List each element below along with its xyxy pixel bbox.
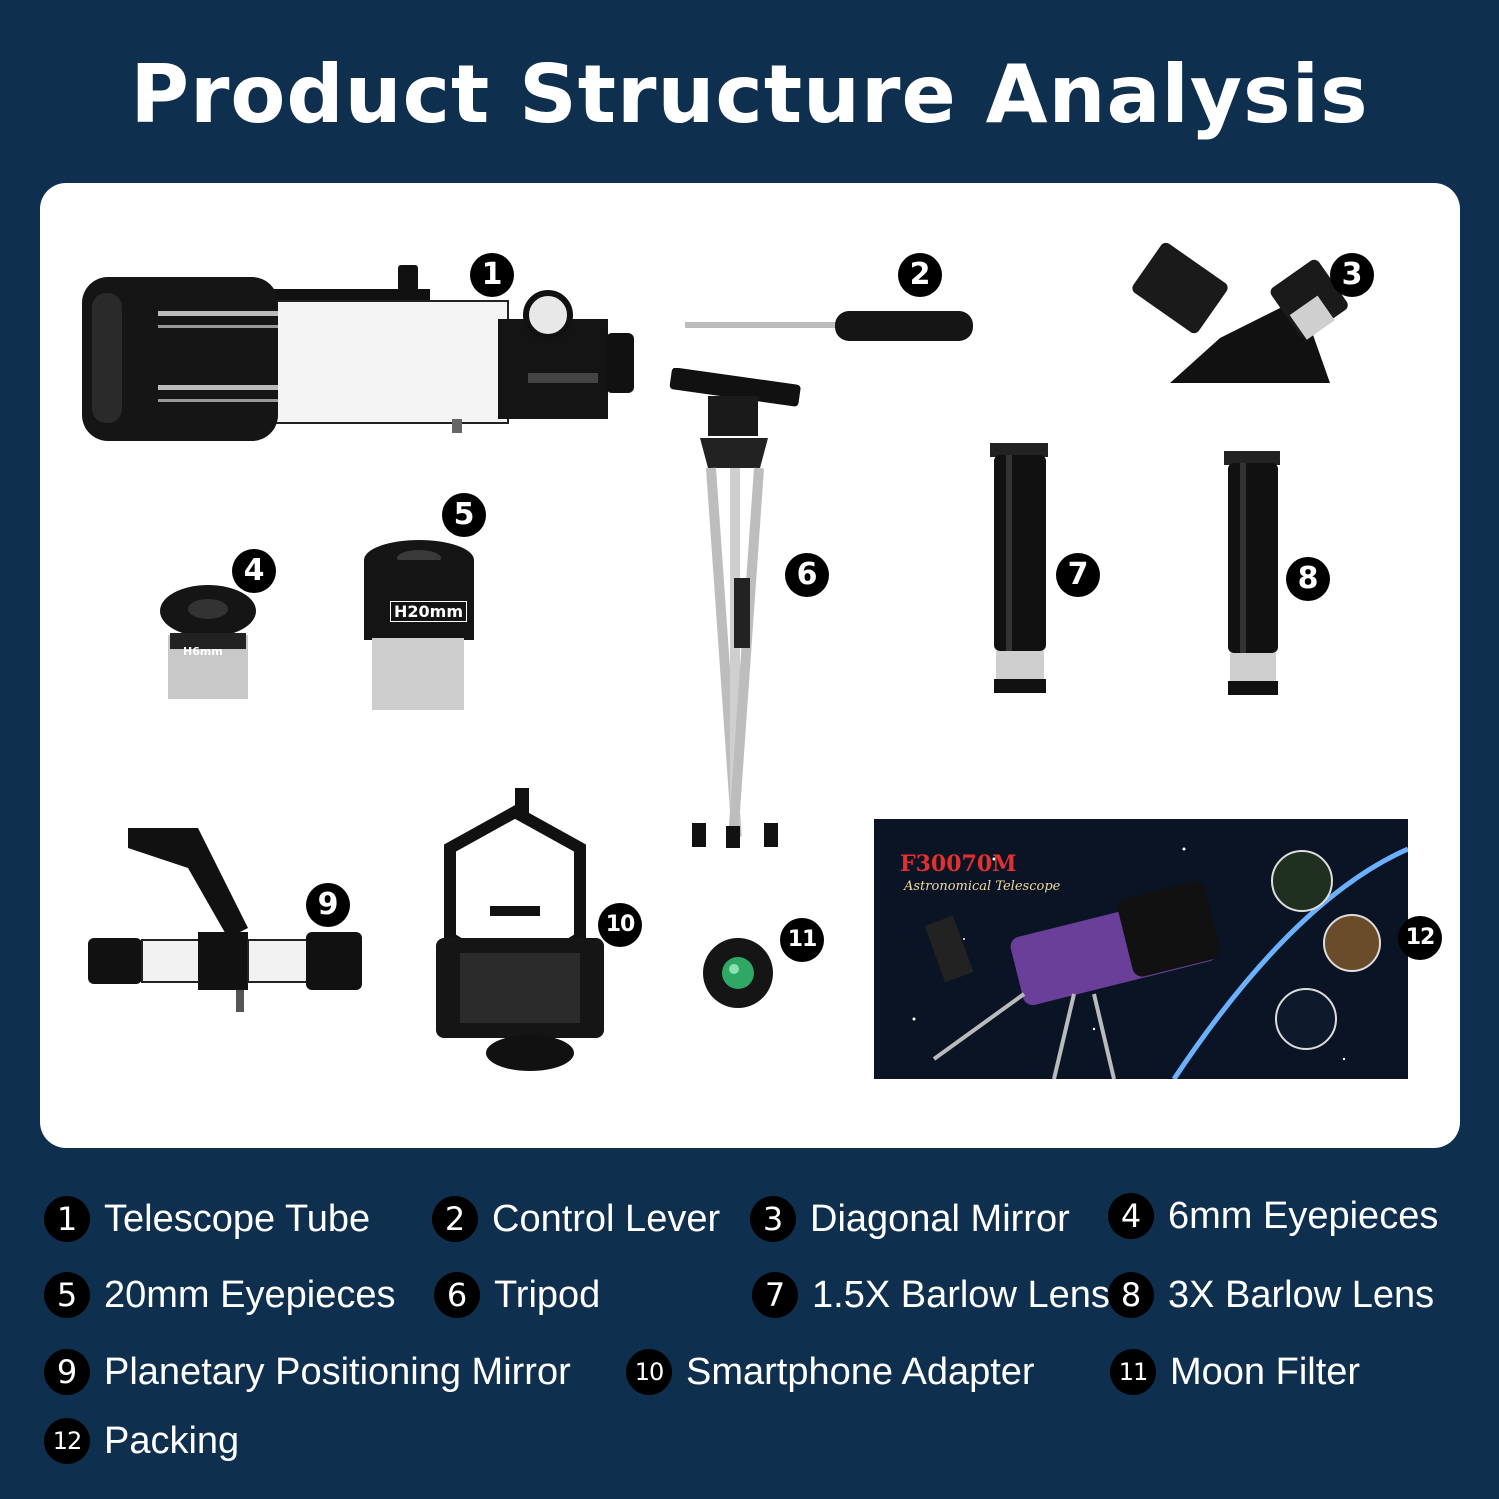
box-model-text: F30070M [900, 851, 1017, 877]
eyepiece-6mm-image [160, 585, 256, 699]
legend-label: Tripod [494, 1273, 601, 1316]
legend-label: 20mm Eyepieces [104, 1273, 396, 1316]
legend-item-11: 11 Moon Filter [1110, 1349, 1360, 1395]
barlow-3x-image [1224, 451, 1280, 695]
badge-9: 9 [306, 883, 350, 927]
legend-number: 9 [44, 1349, 90, 1395]
legend-item-7: 7 1.5X Barlow Lens [752, 1272, 1110, 1318]
box-subtitle-text: Astronomical Telescope [904, 879, 1061, 894]
legend-label: Packing [104, 1419, 240, 1462]
badge-4: 4 [232, 549, 276, 593]
legend-label: Telescope Tube [104, 1197, 371, 1240]
control-lever-image [685, 311, 973, 341]
legend-item-6: 6 Tripod [434, 1272, 600, 1318]
legend-item-4: 4 6mm Eyepieces [1108, 1193, 1438, 1239]
product-panel: 1 2 3 H6mm 4 H20mm 5 [40, 183, 1460, 1148]
legend-item-2: 2 Control Lever [432, 1196, 720, 1242]
legend-number: 11 [1110, 1349, 1156, 1395]
legend-label: 3X Barlow Lens [1168, 1273, 1435, 1316]
legend-number: 3 [750, 1196, 796, 1242]
legend-item-9: 9 Planetary Positioning Mirror [44, 1349, 571, 1395]
telescope-tube-image [82, 265, 634, 441]
legend-number: 6 [434, 1272, 480, 1318]
badge-6: 6 [785, 553, 829, 597]
badge-12: 12 [1398, 916, 1442, 960]
packing-box-image: F30070M Astronomical Telescope [874, 819, 1408, 1079]
legend-number: 2 [432, 1196, 478, 1242]
badge-3: 3 [1330, 253, 1374, 297]
legend-item-5: 5 20mm Eyepieces [44, 1272, 395, 1318]
eyepiece-20mm-image [364, 540, 474, 710]
badge-5: 5 [442, 493, 486, 537]
legend-number: 1 [44, 1196, 90, 1242]
planetary-positioning-mirror-image [88, 828, 362, 1012]
badge-1: 1 [470, 253, 514, 297]
legend-item-12: 12 Packing [44, 1418, 239, 1464]
legend-label: Planetary Positioning Mirror [104, 1350, 571, 1393]
moon-filter-image [703, 938, 773, 1008]
barlow-1-5x-image [990, 443, 1048, 693]
legend-label: Diagonal Mirror [810, 1197, 1070, 1240]
eyepiece-6mm-label: H6mm [183, 645, 223, 658]
legend-label: Moon Filter [1170, 1350, 1361, 1393]
legend-number: 4 [1108, 1193, 1154, 1239]
page-title: Product Structure Analysis [130, 48, 1369, 141]
badge-10: 10 [598, 903, 642, 947]
legend-number: 5 [44, 1272, 90, 1318]
legend-label: 6mm Eyepieces [1168, 1194, 1439, 1237]
legend-number: 12 [44, 1418, 90, 1464]
badge-8: 8 [1286, 557, 1330, 601]
legend-item-10: 10 Smartphone Adapter [626, 1349, 1035, 1395]
legend-number: 7 [752, 1272, 798, 1318]
legend-item-3: 3 Diagonal Mirror [750, 1196, 1070, 1242]
eyepiece-20mm-label: H20mm [390, 601, 467, 622]
legend-item-8: 8 3X Barlow Lens [1108, 1272, 1434, 1318]
tripod-image [669, 368, 801, 848]
legend-label: Control Lever [492, 1197, 721, 1240]
legend-label: Smartphone Adapter [686, 1350, 1035, 1393]
legend-number: 8 [1108, 1272, 1154, 1318]
badge-7: 7 [1056, 553, 1100, 597]
badge-2: 2 [898, 253, 942, 297]
packing-box-art [912, 846, 1408, 1079]
smartphone-adapter-image [436, 788, 604, 1071]
legend-label: 1.5X Barlow Lens [812, 1273, 1110, 1316]
diagonal-mirror-image [1132, 242, 1348, 383]
legend-number: 10 [626, 1349, 672, 1395]
legend-item-1: 1 Telescope Tube [44, 1196, 370, 1242]
badge-11: 11 [780, 918, 824, 962]
